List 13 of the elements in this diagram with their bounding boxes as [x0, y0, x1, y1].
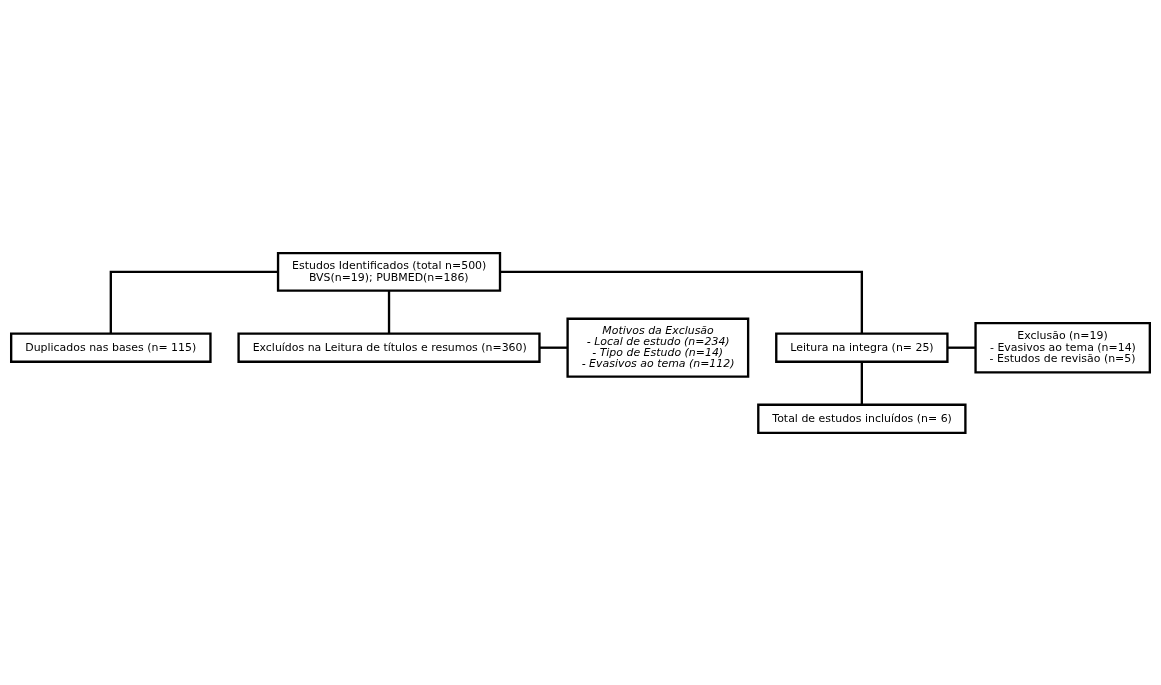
- node-box: Leitura na integra (n= 25): [775, 331, 949, 363]
- node-box: Excluídos na Leitura de títulos e resumos (n=360): [237, 331, 541, 363]
- node-box: Exclusão (n=19) - Evasivos ao tema (n=14) - Estudos de revisão (n=5): [974, 321, 1151, 373]
- connector: [500, 270, 863, 333]
- node-box: Total de estudos incluídos (n= 6): [757, 403, 967, 434]
- node-box: Motivos da Exclusão - Local de estudo (n=234) - Tipo de Estudo (n=14) - Evasivos ao tema (n=112): [566, 317, 750, 378]
- node-box: Duplicados nas bases (n= 115): [10, 331, 212, 363]
- connector: [947, 346, 976, 349]
- node-box: Estudos Identificados (total n=500) BVS(n=19); PUBMED(n=186): [276, 251, 502, 292]
- connector: [860, 361, 863, 405]
- connector: [109, 270, 278, 333]
- connector: [387, 290, 391, 334]
- connector: [539, 346, 568, 349]
